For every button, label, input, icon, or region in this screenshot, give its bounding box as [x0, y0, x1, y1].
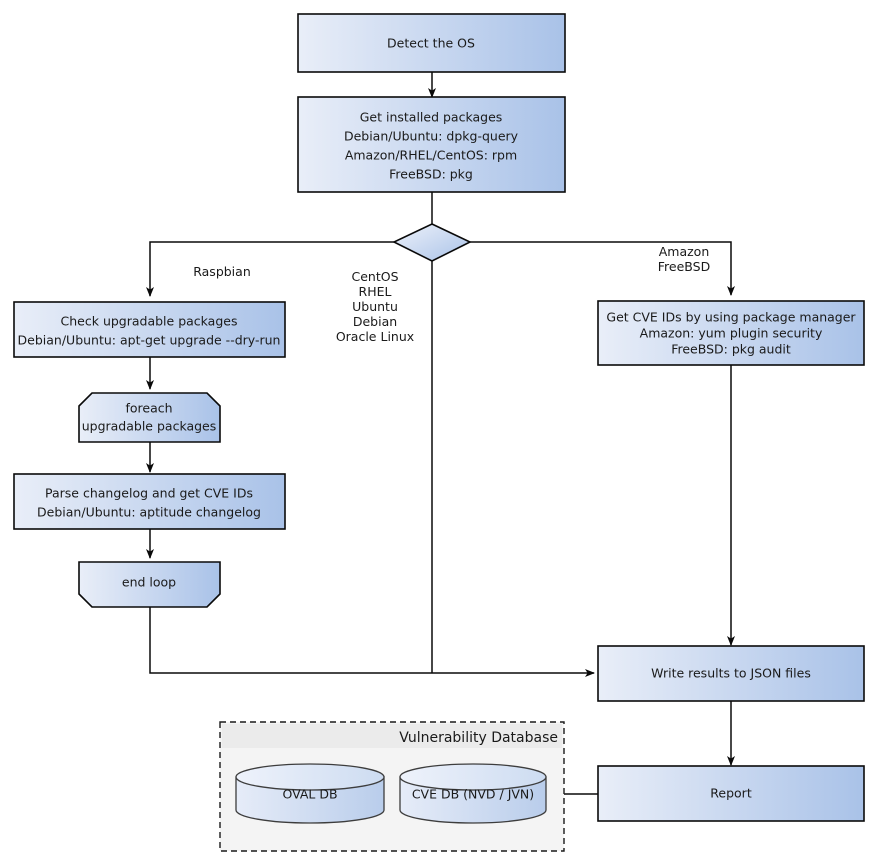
node-get-cve-ids[interactable]: Get CVE IDs by using package manager Ama…: [597, 300, 865, 366]
group-vulnerability-database-title: Vulnerability Database: [399, 730, 558, 746]
edge-label-raspbian: Raspbian: [193, 264, 251, 279]
node-get-cve-ids-line-3: FreeBSD: pkg audit: [671, 342, 791, 357]
node-report[interactable]: Report: [597, 765, 865, 822]
connector-endloop-to-write: [149, 607, 595, 677]
edge-label-center-line-4: Debian: [353, 314, 397, 329]
node-foreach-loop-line-2: upgradable packages: [82, 419, 217, 434]
edge-label-center-line-1: CentOS: [351, 269, 398, 284]
db-cylinder-oval[interactable]: OVAL DB: [235, 763, 385, 824]
node-parse-changelog-line-2: Debian/Ubuntu: aptitude changelog: [37, 505, 261, 520]
node-foreach-loop-line-1: foreach: [125, 401, 172, 416]
node-write-results[interactable]: Write results to JSON files: [597, 645, 865, 702]
node-check-upgradable[interactable]: Check upgradable packages Debian/Ubuntu:…: [13, 301, 286, 358]
edge-label-center-line-2: RHEL: [359, 284, 392, 299]
node-write-results-label: Write results to JSON files: [651, 666, 811, 681]
edge-label-amazon-freebsd-line-2: FreeBSD: [658, 259, 710, 274]
edge-label-center-os-list: CentOS RHEL Ubuntu Debian Oracle Linux: [336, 269, 414, 344]
node-get-installed-packages-line-1: Get installed packages: [360, 110, 503, 125]
node-get-installed-packages-line-4: FreeBSD: pkg: [389, 167, 473, 182]
node-get-cve-ids-line-2: Amazon: yum plugin security: [640, 326, 823, 341]
node-end-loop-label: end loop: [122, 575, 176, 590]
node-check-upgradable-line-2: Debian/Ubuntu: apt-get upgrade --dry-run: [18, 333, 281, 348]
node-check-upgradable-line-1: Check upgradable packages: [61, 314, 238, 329]
db-cylinder-cve[interactable]: CVE DB (NVD / JVN): [399, 763, 547, 824]
node-foreach-loop[interactable]: foreach upgradable packages: [78, 392, 221, 443]
node-get-cve-ids-line-1: Get CVE IDs by using package manager: [606, 310, 856, 325]
node-end-loop[interactable]: end loop: [78, 561, 221, 608]
node-detect-os-label: Detect the OS: [387, 36, 475, 51]
edge-label-center-line-3: Ubuntu: [352, 299, 398, 314]
node-os-decision[interactable]: [392, 223, 472, 262]
db-cylinder-oval-label: OVAL DB: [282, 787, 337, 802]
db-cylinder-cve-label: CVE DB (NVD / JVN): [412, 787, 534, 802]
node-get-installed-packages[interactable]: Get installed packages Debian/Ubuntu: dp…: [297, 96, 566, 193]
node-parse-changelog-line-1: Parse changelog and get CVE IDs: [45, 486, 253, 501]
connector-decision-left-branch: [146, 241, 394, 297]
edge-label-raspbian-line-1: Raspbian: [193, 264, 251, 279]
edge-label-amazon-freebsd: Amazon FreeBSD: [658, 244, 710, 274]
node-parse-changelog[interactable]: Parse changelog and get CVE IDs Debian/U…: [13, 473, 286, 530]
node-get-installed-packages-line-2: Debian/Ubuntu: dpkg-query: [344, 129, 519, 144]
node-report-label: Report: [710, 786, 752, 801]
group-vulnerability-database: Vulnerability Database OVAL DB CVE DB (N…: [219, 721, 565, 852]
edge-label-amazon-freebsd-line-1: Amazon: [659, 244, 710, 259]
connector-decision-right-branch: [470, 241, 735, 296]
edge-label-center-line-5: Oracle Linux: [336, 329, 414, 344]
node-get-installed-packages-line-3: Amazon/RHEL/CentOS: rpm: [345, 148, 517, 163]
node-detect-os[interactable]: Detect the OS: [297, 13, 566, 73]
